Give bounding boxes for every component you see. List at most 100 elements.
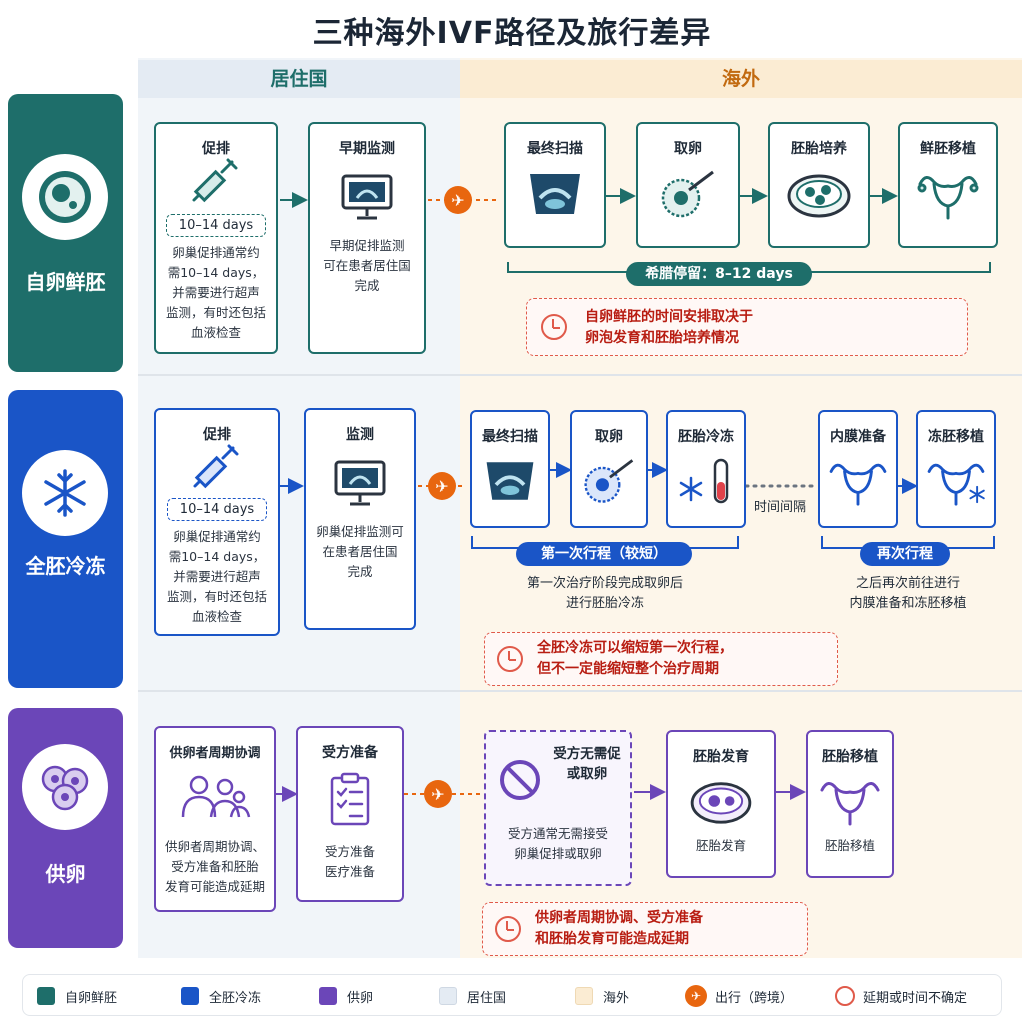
legend-item: 海外	[575, 975, 629, 1017]
timing-note: 供卵者周期协调、受方准备 和胚胎发育可能造成延期	[482, 902, 808, 956]
donor-cells-icon	[22, 744, 108, 830]
step-desc-line: 需10–14 days，	[168, 549, 266, 564]
step-card-final-scan: 最终扫描	[504, 122, 606, 248]
second-trip-badge: 再次行程	[860, 542, 950, 566]
duration-badge: 10–14 days	[165, 214, 267, 237]
step-title: 冻胚移植	[928, 429, 984, 445]
step-card-embryo-transfer: 胚胎移植 胚胎移植	[806, 730, 894, 878]
step-title: 取卵	[674, 141, 702, 157]
syringe-icon	[193, 444, 239, 489]
step-desc-line: 受方准备和胚胎	[171, 859, 259, 874]
zone-header-home: 居住国	[138, 60, 460, 98]
first-trip-badge: 第一次行程（较短）	[516, 542, 692, 566]
step-card-frozen-transfer: 冻胚移植	[916, 410, 996, 528]
step-card-recipient-prep: 受方准备 受方准备 医疗准备	[296, 726, 404, 902]
legend-label: 供卵	[347, 990, 374, 1006]
step-card-monitoring: 监测 卵巢促排监测可 在患者居住国 完成	[304, 408, 416, 630]
note-line: 自卵鲜胚的时间安排取决于	[585, 309, 753, 325]
step-title: 供卵者周期协调	[169, 746, 261, 761]
row-label-donor: 供卵	[8, 708, 123, 948]
step-desc-line: 卵巢促排或取卵	[514, 846, 602, 861]
legend-item: 供卵	[319, 975, 373, 1017]
step-title: 最终扫描	[482, 429, 538, 445]
petri-dish-icon	[690, 782, 752, 824]
egg-cell-icon	[22, 154, 108, 240]
step-desc-line: 监测，有时还包括	[166, 589, 267, 604]
note-line: 全胚冷冻可以缩短第一次行程，	[537, 640, 733, 656]
legend-swatch	[181, 987, 199, 1005]
step-card-donor-coordination: 供卵者周期协调 供卵者周期协调、 受方准备和胚胎 发育可能造成延期	[154, 726, 276, 912]
step-title: 受方准备	[322, 745, 378, 761]
step-desc-line: 供卵者周期协调、	[164, 839, 265, 854]
airplane-icon: ✈	[424, 780, 452, 808]
row-divider	[138, 374, 1022, 376]
step-title: 促排	[202, 141, 230, 157]
first-trip-desc: 第一次治疗阶段完成取卵后 进行胚胎冷冻	[470, 574, 740, 614]
step-desc-line: 血液检查	[191, 609, 242, 624]
legend-label: 海外	[603, 990, 630, 1006]
ultrasound-monitor-icon	[341, 174, 393, 220]
legend-item: 自卵鲜胚	[37, 975, 117, 1017]
ultrasound-icon	[486, 462, 534, 500]
step-desc: 胚胎发育	[695, 838, 746, 853]
step-desc-line: 卵巢促排监测可	[316, 524, 404, 539]
legend-label: 延期或时间不确定	[863, 990, 968, 1006]
step-desc-line: 早期促排监测	[329, 238, 405, 253]
step-title: 胚胎移植	[822, 749, 878, 765]
trip-desc-line: 之后再次前往进行	[855, 576, 960, 591]
step-desc-line: 在患者居住国	[322, 544, 398, 559]
stay-duration-badge: 希腊停留：8–12 days	[626, 262, 812, 286]
clock-icon	[835, 986, 855, 1006]
step-desc-line: 医疗准备	[324, 864, 375, 879]
second-trip-desc: 之后再次前往进行 内膜准备和冻胚移植	[818, 574, 998, 614]
note-line: 卵泡发育和胚胎培养情况	[585, 330, 739, 346]
page-title: 三种海外IVF路径及旅行差异	[312, 16, 712, 51]
row-label-frozen: 全胚冷冻	[8, 390, 123, 688]
test-tube-icon	[679, 458, 729, 504]
step-desc-line: 并需要进行超声	[172, 285, 260, 300]
step-card-egg-retrieval: 取卵	[570, 410, 648, 528]
note-line: 但不一定能缩短整个治疗周期	[537, 661, 719, 677]
uterus-icon	[829, 463, 887, 506]
step-desc-line: 可在患者居住国	[323, 258, 411, 273]
legend-swatch	[439, 987, 457, 1005]
step-title: 胚胎冷冻	[678, 429, 734, 445]
step-desc-line: 卵巢促排通常约	[172, 245, 260, 260]
legend-label: 出行（跨境）	[715, 990, 794, 1006]
uterus-icon	[820, 782, 880, 826]
duration-badge: 10–14 days	[166, 498, 268, 521]
step-card-endometrium-prep: 内膜准备	[818, 410, 898, 528]
legend-item: 延期或时间不确定	[835, 975, 967, 1017]
clipboard-icon	[330, 772, 370, 826]
airplane-icon: ✈	[444, 186, 472, 214]
step-card-final-scan: 最终扫描	[470, 410, 550, 528]
step-card-embryo-development: 胚胎发育 胚胎发育	[666, 730, 776, 878]
step-title: 胚胎培养	[791, 141, 847, 157]
step-title-line: 或取卵	[566, 766, 608, 782]
legend-label: 居住国	[467, 990, 507, 1006]
step-card-embryo-freezing: 胚胎冷冻	[666, 410, 746, 528]
legend-item: 居住国	[439, 975, 506, 1017]
step-desc-line: 完成	[354, 278, 380, 293]
step-desc-line: 完成	[347, 564, 373, 579]
legend-swatch	[319, 987, 337, 1005]
step-title: 最终扫描	[527, 141, 583, 157]
egg-retrieval-icon	[584, 459, 634, 503]
row-label-fresh: 自卵鲜胚	[8, 94, 123, 372]
airplane-icon: ✈	[685, 985, 707, 1007]
egg-retrieval-icon	[661, 170, 714, 218]
step-card-fresh-transfer: 鲜胚移植	[898, 122, 998, 248]
legend-label: 全胚冷冻	[209, 990, 262, 1006]
step-title: 促排	[203, 427, 231, 443]
step-title: 鲜胚移植	[920, 141, 976, 157]
interval-label: 时间间隔	[753, 500, 806, 515]
row-label-text: 自卵鲜胚	[25, 270, 106, 294]
timing-note: 自卵鲜胚的时间安排取决于 卵泡发育和胚胎培养情况	[526, 298, 968, 356]
note-line: 和胚胎发育可能造成延期	[535, 931, 689, 947]
clock-icon	[497, 646, 523, 672]
row-divider	[138, 690, 1022, 692]
legend: 自卵鲜胚 全胚冷冻 供卵 居住国 海外 ✈ 出行（跨境） 延期或时间不确定	[22, 974, 1002, 1016]
trip-desc-line: 第一次治疗阶段完成取卵后	[526, 576, 683, 591]
row-label-text: 全胚冷冻	[25, 554, 106, 578]
step-desc-line: 监测，有时还包括	[165, 305, 266, 320]
